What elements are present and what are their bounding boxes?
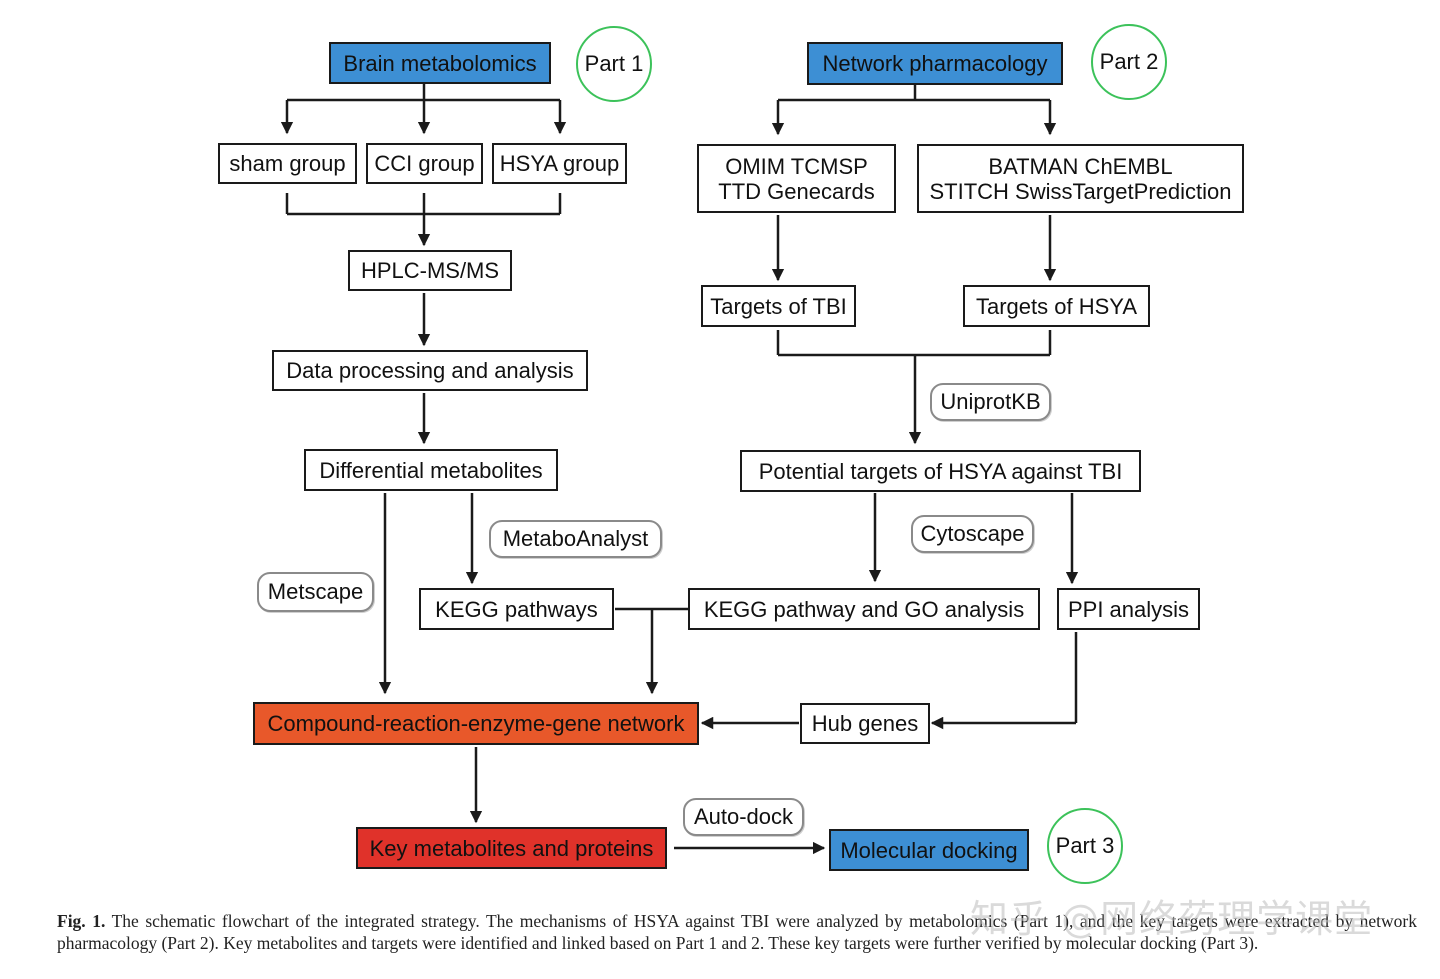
figure-caption-text: The schematic flowchart of the integrate… <box>57 911 1417 953</box>
sham-group-label: sham group <box>229 151 346 176</box>
key-metabolites-box: Key metabolites and proteins <box>356 827 667 869</box>
metscape-label: Metscape <box>267 579 364 604</box>
metaboanalyst-label: MetaboAnalyst <box>502 526 649 551</box>
hub-genes-label: Hub genes <box>811 711 919 736</box>
cci-group-box: CCI group <box>366 143 483 184</box>
network-pharmacology-box: Network pharmacology <box>807 42 1063 85</box>
kegg-go-box: KEGG pathway and GO analysis <box>688 588 1040 630</box>
sham-group-box: sham group <box>218 143 357 184</box>
brain-metabolomics-box: Brain metabolomics <box>329 42 551 84</box>
part3-circle: Part 3 <box>1047 808 1123 884</box>
molecular-docking-box: Molecular docking <box>829 829 1029 871</box>
compound-network-label: Compound-reaction-enzyme-gene network <box>267 711 685 736</box>
autodock-label: Auto-dock <box>693 804 794 829</box>
ppi-analysis-box: PPI analysis <box>1057 588 1200 630</box>
targets-tbi-box: Targets of TBI <box>701 285 856 327</box>
cytoscape-label: Cytoscape <box>920 521 1025 546</box>
data-processing-label: Data processing and analysis <box>286 358 574 383</box>
disease-databases-box: OMIM TCMSP TTD Genecards <box>697 144 896 213</box>
network-pharmacology-label: Network pharmacology <box>822 51 1048 76</box>
ppi-analysis-label: PPI analysis <box>1067 596 1190 622</box>
molecular-docking-label: Molecular docking <box>840 837 1018 863</box>
differential-metabolites-label: Differential metabolites <box>319 457 543 483</box>
cytoscape-tool: Cytoscape <box>911 515 1034 553</box>
figure-caption-label: Fig. 1. <box>57 911 106 931</box>
hub-genes-box: Hub genes <box>800 703 930 744</box>
figure-caption: Fig. 1. The schematic flowchart of the i… <box>57 910 1417 954</box>
differential-metabolites-box: Differential metabolites <box>304 449 558 491</box>
drug-databases-box: BATMAN ChEMBL STITCH SwissTargetPredicti… <box>917 144 1244 213</box>
part1-circle: Part 1 <box>576 26 652 102</box>
part3-label: Part 3 <box>1055 833 1115 858</box>
compound-network-box: Compound-reaction-enzyme-gene network <box>253 702 699 745</box>
data-processing-box: Data processing and analysis <box>272 350 588 391</box>
part2-label: Part 2 <box>1099 49 1159 74</box>
autodock-tool: Auto-dock <box>683 798 804 836</box>
metscape-tool: Metscape <box>257 572 374 612</box>
part2-circle: Part 2 <box>1091 24 1167 100</box>
uniprotkb-label: UniprotKB <box>940 389 1041 414</box>
brain-metabolomics-label: Brain metabolomics <box>343 50 537 76</box>
kegg-go-label: KEGG pathway and GO analysis <box>703 596 1025 622</box>
drug-databases-line1: BATMAN ChEMBL <box>988 153 1173 179</box>
hplc-box: HPLC-MS/MS <box>348 250 512 291</box>
drug-databases-line2: STITCH SwissTargetPrediction <box>929 178 1232 204</box>
part1-label: Part 1 <box>584 51 644 76</box>
hplc-label: HPLC-MS/MS <box>360 258 500 283</box>
targets-hsya-label: Targets of HSYA <box>976 293 1137 319</box>
watermark: 知乎 @网络药理学课堂 <box>970 897 1374 941</box>
hsya-group-label: HSYA group <box>499 151 620 176</box>
cci-group-label: CCI group <box>374 151 475 176</box>
key-metabolites-label: Key metabolites and proteins <box>369 835 654 861</box>
targets-tbi-label: Targets of TBI <box>710 293 847 319</box>
potential-targets-label: Potential targets of HSYA against TBI <box>758 458 1123 484</box>
targets-hsya-box: Targets of HSYA <box>963 285 1150 327</box>
potential-targets-box: Potential targets of HSYA against TBI <box>740 450 1141 492</box>
hsya-group-box: HSYA group <box>492 143 627 184</box>
disease-databases-line2: TTD Genecards <box>718 178 875 204</box>
disease-databases-line1: OMIM TCMSP <box>725 153 868 179</box>
uniprotkb-tool: UniprotKB <box>930 383 1051 421</box>
metaboanalyst-tool: MetaboAnalyst <box>489 520 662 558</box>
kegg-pathways-box: KEGG pathways <box>419 588 614 630</box>
kegg-pathways-label: KEGG pathways <box>435 596 598 622</box>
